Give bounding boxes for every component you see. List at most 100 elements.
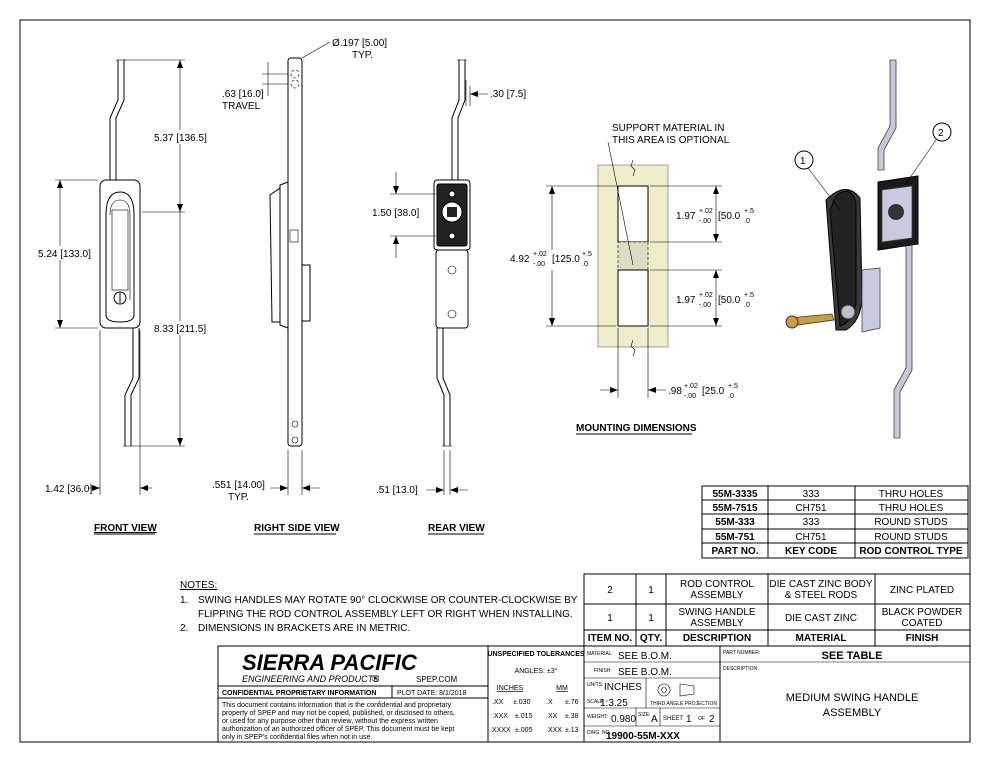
svg-text:8.33 [211.5]: 8.33 [211.5] [154,324,206,335]
company-sub: ENGINEERING AND PRODUCTS [242,674,379,684]
dim-travel-in: .63 [222,89,236,100]
bom-header-item: ITEM NO. [588,633,633,644]
dim-hole-in: Ø.197 [332,38,360,49]
dim-rear-h-in: 1.50 [372,208,392,219]
parts-row-1-part: 55M-3335 [712,489,757,500]
tol-row-3-in: .XXXX [490,727,511,734]
note-1-line-1: SWING HANDLES MAY ROTATE 90° CLOCKWISE O… [198,595,578,606]
svg-text:[125.0: [125.0 [552,254,580,265]
parts-row-2-part: 55M-7515 [712,503,757,514]
svg-text:.63 [16.0]: .63 [16.0] [222,89,264,100]
note-2-number: 2. [180,623,188,634]
dim-side-w-in: .551 [212,480,232,491]
isometric-view: 1 2 [785,59,952,439]
size-label: SIZE: [638,712,651,718]
dim-cut-h-mm-plus: +.5 [582,251,592,258]
part-number-label: PART NUMBER: [723,650,760,656]
tol-row-2-mm: .XX [546,713,558,720]
material-value: SEE B.O.M. [618,651,672,662]
weight-label: WEIGHT: [587,714,608,720]
notes: NOTES: 1. SWING HANDLES MAY ROTATE 90° C… [180,580,578,634]
sheets-value: 2 [709,714,715,725]
dim-rod-off-in: .30 [490,89,504,100]
dim-side-w-mm: 14.00 [237,480,262,491]
registered-mark: ® [372,674,379,684]
dim-travel-label: TRAVEL [222,101,261,112]
dwg-no-label: DWG. NO. [587,730,611,736]
parts-header-part: PART NO. [711,546,758,557]
bom-table: 2 1 ROD CONTROL ASSEMBLY DIE CAST ZINC B… [583,573,971,647]
right-side-view: Ø.197 [5.00] TYP. .63 [16.0] TRAVEL .551… [212,38,387,535]
balloon-2: 2 [938,128,944,139]
svg-text:5.24 [133.0]: 5.24 [133.0] [38,249,91,260]
dim-travel-mm: 16.0 [241,89,261,100]
sheet-label: SHEET [663,716,683,722]
tolerance-inches-label: INCHES [497,685,524,692]
tolerance-mm-label: MM [556,685,568,692]
finish-value: SEE B.O.M. [618,667,672,678]
title-block: SIERRA PACIFIC ENGINEERING AND PRODUCTS … [217,645,971,743]
dim-cut-w-mm-minus: .0 [728,393,734,400]
dim-win-2-plus: +.02 [699,292,713,299]
dim-top-mm: 136.5 [179,133,204,144]
svg-text:Ø.197 [5.00]: Ø.197 [5.00] [332,38,387,49]
note-2-line-1: DIMENSIONS IN BRACKETS ARE IN METRIC. [198,623,410,634]
parts-row-3-key: 333 [803,517,820,528]
units-label: UNITS: [587,682,603,688]
tol-row-2-mm-val: ±.38 [565,713,579,720]
mounting-dimensions: SUPPORT MATERIAL IN THIS AREA IS OPTIONA… [508,123,754,435]
rear-view: .30 [7.5] 1.50 [38.0] .51 [13.0] REAR VI… [372,59,526,535]
tol-row-2-in: .XXX [492,713,508,720]
bom-header-desc: DESCRIPTION [683,633,751,644]
parts-row-3-part: 55M-333 [715,517,755,528]
svg-text:.30 [7.5]: .30 [7.5] [490,89,526,100]
dim-overall-mm: 211.5 [179,324,204,335]
tol-row-1-in-val: ±.030 [513,699,531,706]
bom-row-1-mat-2: & STEEL RODS [785,590,858,601]
bom-row-2-finish-2: COATED [902,618,943,629]
dim-win-2-mm: 50.0 [721,295,741,306]
dim-hole-typ: TYP. [352,50,373,61]
dim-cut-w-minus: -.00 [684,393,696,400]
right-side-view-label: RIGHT SIDE VIEW [254,523,340,534]
of-label: OF [698,716,705,722]
tol-row-2-in-val: ±.015 [515,713,533,720]
tol-row-3-in-val: ±.005 [515,727,533,734]
parts-row-4-type: ROUND STUDS [874,532,948,543]
plot-date: PLOT DATE: 8/1/2018 [397,690,466,697]
dim-win-1-minus: -.00 [699,218,711,225]
units-value: INCHES [604,682,642,693]
size-value: A [651,714,658,725]
dim-hole-mm: 5.00 [365,38,385,49]
parts-row-1-type: THRU HOLES [879,489,944,500]
svg-text:[50.0: [50.0 [718,211,741,222]
front-view: 5.24 [133.0] 5.37 [136.5] 8.33 [211.5] 1… [36,59,208,535]
company-name: SIERRA PACIFIC [242,650,418,675]
dim-win-2-in: 1.97 [676,295,696,306]
svg-text:1.42 [36.0]: 1.42 [36.0] [45,484,93,495]
part-number-value: SEE TABLE [822,650,883,662]
tolerances-title: UNSPECIFIED TOLERANCES [487,651,584,658]
sheet-value: 1 [686,714,692,725]
bom-row-1-item: 2 [607,585,613,596]
tol-row-1-in: .XX [492,699,504,706]
tol-row-3-mm: .XXX [546,727,562,734]
dim-win-2-minus: -.00 [699,302,711,309]
dim-cut-h-mm: 125.0 [555,254,580,265]
bom-row-1-desc-1: ROD CONTROL [680,579,754,590]
dim-win-1-mm-plus: +.5 [744,208,754,215]
bom-row-2-mat: DIE CAST ZINC [785,613,857,624]
dim-cut-h-in: 4.92 [510,254,530,265]
bom-header-finish: FINISH [906,633,939,644]
dim-rear-w-mm: 13.0 [395,485,415,496]
dim-win-1-mm-minus: .0 [744,218,750,225]
tol-row-1-mm: .X [546,699,553,706]
bom-row-1-mat-1: DIE CAST ZINC BODY [769,579,872,590]
dim-win-2-mm-plus: +.5 [744,292,754,299]
notes-title: NOTES: [180,580,217,591]
disclaimer-4: authorization of an authorized officer o… [222,726,454,733]
svg-text:[50.0: [50.0 [718,295,741,306]
bom-row-2-qty: 1 [648,613,654,624]
projection-label: THIRD ANGLE PROJECTION [650,701,717,707]
